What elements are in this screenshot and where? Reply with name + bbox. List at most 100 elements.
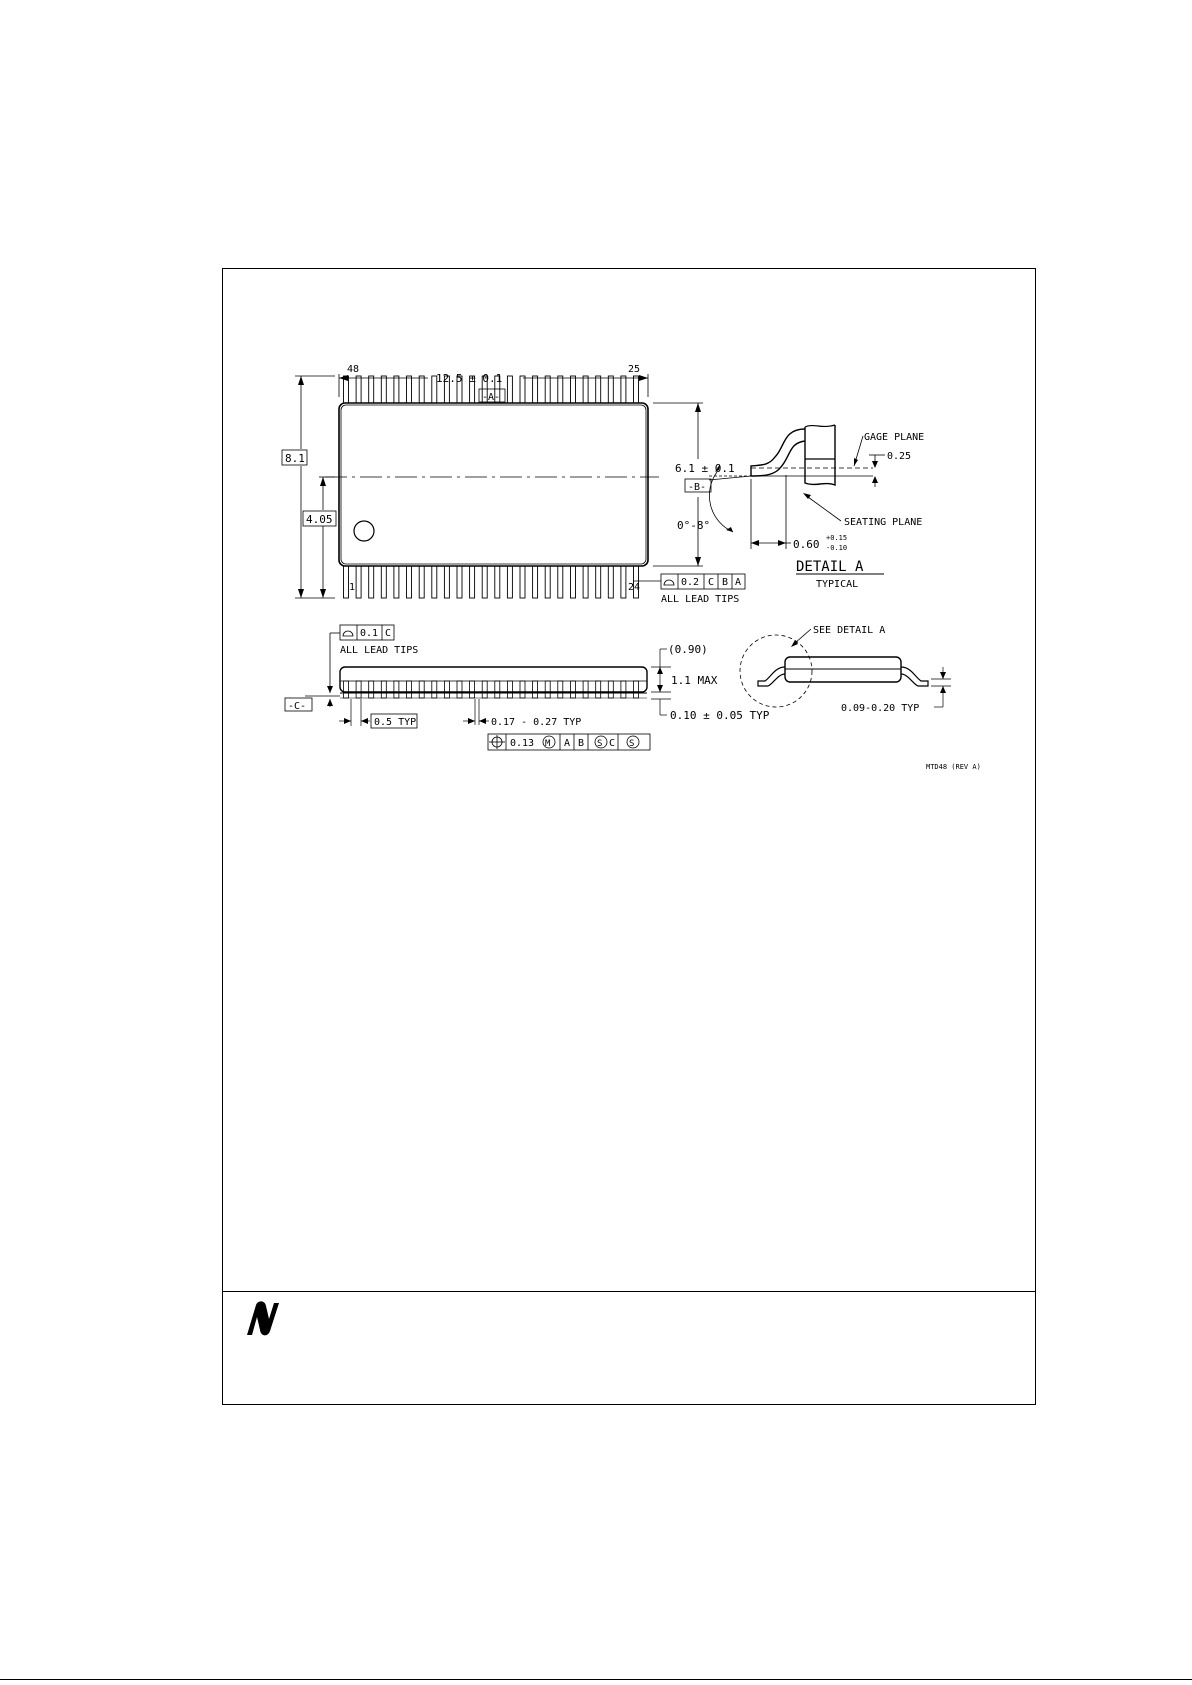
- coplanarity-ref: C: [385, 628, 391, 639]
- lead-top: [571, 376, 576, 403]
- lead-bottom: [608, 566, 613, 598]
- position-tol-ref-c: C: [609, 738, 615, 749]
- lead-side: [608, 681, 613, 698]
- lead-bottom: [407, 566, 412, 598]
- national-semiconductor-logo-icon: [241, 1297, 281, 1339]
- lead-side: [444, 681, 449, 698]
- position-tol-ref-a: A: [564, 738, 570, 749]
- profile-tol-ref-3: A: [735, 577, 741, 588]
- lead-width-label: 0.17 - 0.27 TYP: [491, 717, 581, 728]
- gage-dim-label: 0.25: [887, 451, 911, 462]
- standoff-label: 0.10 ± 0.05 TYP: [670, 709, 770, 722]
- drawing-frame: 12.5 ± 0.1 -A- 48 25 1 24 6.1 ± 0.1 -B-: [222, 268, 1036, 1405]
- lead-side: [520, 681, 525, 698]
- datum-c-label: -C-: [288, 701, 306, 712]
- footer-divider: [223, 1291, 1035, 1292]
- lead-bottom: [571, 566, 576, 598]
- gage-plane-label: GAGE PLANE: [864, 432, 924, 443]
- side-view: 0.1 C ALL LEAD TIPS -C-: [285, 625, 770, 750]
- lead-bottom: [381, 566, 386, 598]
- lead-side: [381, 681, 386, 698]
- lead-bottom: [369, 566, 374, 598]
- foot-dim-label: 0.60: [793, 538, 820, 551]
- lead-bottom: [444, 566, 449, 598]
- lead-bottom: [470, 566, 475, 598]
- lead-side: [470, 681, 475, 698]
- lead-side: [558, 681, 563, 698]
- lead-top: [533, 376, 538, 403]
- lead-side: [457, 681, 462, 698]
- profile-tol-value: 0.2: [681, 577, 699, 588]
- lead-side: [419, 681, 424, 698]
- lead-top: [407, 376, 412, 403]
- lead-top: [545, 376, 550, 403]
- coplanarity-note: ALL LEAD TIPS: [340, 645, 418, 656]
- lead-bottom: [457, 566, 462, 598]
- position-tol-ref-s1: S: [597, 739, 602, 749]
- length-dim-label: 12.5 ± 0.1: [436, 372, 502, 385]
- lead-bottom: [356, 566, 361, 598]
- package-body: [339, 403, 648, 566]
- position-tol-ref-b: B: [578, 738, 584, 749]
- lead-side: [634, 681, 639, 698]
- lead-bottom: [507, 566, 512, 598]
- lead-side: [583, 681, 588, 698]
- lead-top: [596, 376, 601, 403]
- lead-top: [583, 376, 588, 403]
- lead-bottom: [344, 566, 349, 598]
- lead-side: [507, 681, 512, 698]
- lead-top: [356, 376, 361, 403]
- end-view: SEE DETAIL A 0.09-0.20 TYP MTD48 (REV A): [740, 625, 981, 771]
- seating-plane-label: SEATING PLANE: [844, 517, 922, 528]
- profile-tol-note: ALL LEAD TIPS: [661, 594, 739, 605]
- lead-top: [394, 376, 399, 403]
- lead-top: [634, 376, 639, 403]
- position-tol-modifier: M: [545, 739, 551, 749]
- position-tol-value: 0.13: [510, 738, 534, 749]
- max-height-label: 1.1 MAX: [671, 674, 718, 687]
- lead-bottom: [520, 566, 525, 598]
- datum-a-label: -A-: [482, 392, 500, 403]
- lead-bottom: [558, 566, 563, 598]
- pin-24-label: 24: [628, 582, 640, 593]
- foot-tol-plus: +0.15: [826, 534, 847, 542]
- lead-side: [356, 681, 361, 698]
- lead-bottom: [495, 566, 500, 598]
- top-view: 12.5 ± 0.1 -A- 48 25 1 24 6.1 ± 0.1 -B-: [282, 364, 745, 605]
- profile-tol-ref-2: B: [722, 577, 728, 588]
- lead-top: [507, 376, 512, 403]
- width-dim-label: 6.1 ± 0.1: [675, 462, 735, 475]
- pin-25-label: 25: [628, 364, 640, 375]
- lead-thickness-label: 0.09-0.20 TYP: [841, 703, 919, 714]
- lead-top: [608, 376, 613, 403]
- lead-side: [495, 681, 500, 698]
- detail-a: GAGE PLANE 0.25 SEATING PLANE 0.60 +0.15…: [677, 425, 924, 590]
- pitch-label: 0.5 TYP: [374, 717, 416, 728]
- overall-width-label: 8.1: [285, 452, 305, 465]
- profile-tol-ref-1: C: [708, 577, 714, 588]
- lead-bottom: [596, 566, 601, 598]
- lead-top: [520, 376, 525, 403]
- lead-bottom: [533, 566, 538, 598]
- datum-b-label: -B-: [688, 482, 706, 493]
- position-tol-ref-s2: S: [629, 739, 634, 749]
- lead-side: [344, 681, 349, 698]
- lead-side: [407, 681, 412, 698]
- lead-bottom: [419, 566, 424, 598]
- lead-top: [558, 376, 563, 403]
- lead-top: [381, 376, 386, 403]
- lead-top: [621, 376, 626, 403]
- lead-side: [369, 681, 374, 698]
- package-drawing: 12.5 ± 0.1 -A- 48 25 1 24 6.1 ± 0.1 -B-: [223, 269, 1037, 1289]
- lead-side: [545, 681, 550, 698]
- angle-label: 0°-8°: [677, 519, 710, 532]
- half-width-label: 4.05: [306, 513, 333, 526]
- lead-bottom: [583, 566, 588, 598]
- lead-side: [394, 681, 399, 698]
- lead-side: [596, 681, 601, 698]
- lead-side: [482, 681, 487, 698]
- page-bottom-rule: [0, 1679, 1192, 1680]
- side-leads: [344, 681, 639, 698]
- detail-a-title: DETAIL A: [796, 559, 864, 575]
- lead-side: [432, 681, 437, 698]
